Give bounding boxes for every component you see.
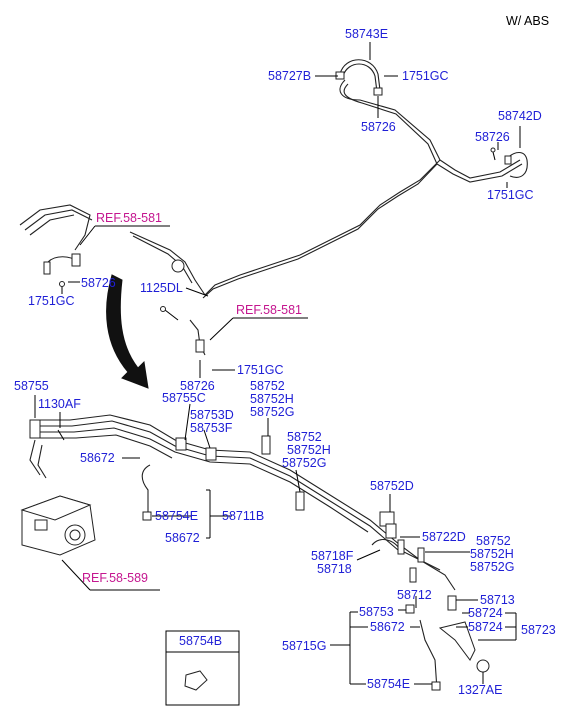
label-58752-c: 58752 — [476, 534, 511, 548]
label-58752-a: 58752 — [250, 379, 285, 393]
label-58712: 58712 — [397, 588, 432, 602]
label-58755C: 58755C — [162, 391, 206, 405]
label-58742D: 58742D — [498, 109, 542, 123]
label-58752H-a: 58752H — [250, 392, 294, 406]
label-58754E-a: 58754E — [155, 509, 198, 523]
label-58672-c: 58672 — [370, 620, 405, 634]
label-58753: 58753 — [359, 605, 394, 619]
label-58752G-c: 58752G — [470, 560, 514, 574]
label-58754B: 58754B — [179, 634, 222, 648]
label-1751GC-mid: 1751GC — [237, 363, 284, 377]
label-58752D: 58752D — [370, 479, 414, 493]
label-58726-right: 58726 — [475, 130, 510, 144]
ref-upper-left: REF.58-581 — [96, 211, 162, 225]
leader-lines — [34, 42, 521, 685]
label-1751GC-left: 1751GC — [28, 294, 75, 308]
label-58752H-b: 58752H — [287, 443, 331, 457]
label-58743E: 58743E — [345, 27, 388, 41]
label-58722D: 58722D — [422, 530, 466, 544]
label-58718: 58718 — [317, 562, 352, 576]
label-58711B: 58711B — [222, 509, 264, 523]
rear-hose-58742D — [490, 147, 528, 178]
direction-arrow — [106, 274, 149, 389]
inset-58754B — [165, 630, 240, 706]
part-labels: 58743E 58727B 1751GC 58726 58742D 58726 … — [14, 27, 556, 697]
label-58724-a: 58724 — [468, 606, 503, 620]
ref-middle: REF.58-581 — [236, 303, 302, 317]
label-58727B: 58727B — [268, 69, 311, 83]
label-58752H-c: 58752H — [470, 547, 514, 561]
label-58752G-b: 58752G — [282, 456, 326, 470]
label-58726-mid: 58726 — [180, 379, 215, 393]
label-58753F: 58753F — [190, 421, 233, 435]
label-58723: 58723 — [521, 623, 556, 637]
label-1327AE: 1327AE — [458, 683, 502, 697]
label-58755: 58755 — [14, 379, 49, 393]
main-brake-pipe — [202, 79, 523, 299]
label-58715G: 58715G — [282, 639, 326, 653]
label-58724-b: 58724 — [468, 620, 503, 634]
left-hose-assembly — [19, 204, 93, 287]
label-58672-b: 58672 — [165, 531, 200, 545]
label-58753D: 58753D — [190, 408, 234, 422]
lower-pipe-bundle — [29, 414, 490, 691]
label-58718F: 58718F — [311, 549, 354, 563]
label-1130AF: 1130AF — [38, 397, 81, 411]
abs-hydraulic-unit — [20, 495, 160, 591]
label-58713: 58713 — [480, 593, 515, 607]
front-hose-58743E — [335, 59, 383, 96]
label-1751GC-right: 1751GC — [487, 188, 534, 202]
variant-label: W/ ABS — [506, 14, 549, 28]
label-58754E-b: 58754E — [367, 677, 410, 691]
label-58726-top: 58726 — [361, 120, 396, 134]
label-1751GC-top: 1751GC — [402, 69, 449, 83]
ref-abs: REF.58-589 — [82, 571, 148, 585]
label-58672-a: 58672 — [80, 451, 115, 465]
upper-pipe-bundle — [129, 231, 206, 356]
label-1125DL: 1125DL — [140, 281, 183, 295]
label-58726-left: 58726 — [81, 276, 116, 290]
label-58752G-a: 58752G — [250, 405, 294, 419]
label-58752-b: 58752 — [287, 430, 322, 444]
